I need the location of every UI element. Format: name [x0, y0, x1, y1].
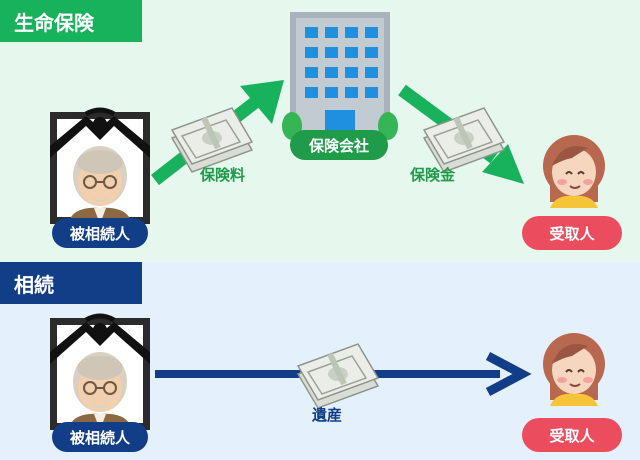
- insurance-company-label: 保険会社: [290, 130, 388, 160]
- life-insurance-heading: 生命保険: [0, 0, 142, 42]
- decedent-label: 被相続人: [52, 218, 148, 248]
- estate-label: 遺産: [312, 406, 343, 424]
- decedent-portrait-icon: [50, 110, 150, 224]
- beneficiary-woman-icon: [542, 332, 606, 407]
- beneficiary-woman-icon: [542, 134, 606, 209]
- decedent-label: 被相続人: [52, 422, 148, 452]
- office-building-icon: [282, 12, 398, 140]
- premium-label: 保険料: [200, 166, 246, 184]
- estate-banknote-icon: [298, 344, 378, 408]
- beneficiary-label: 受取人: [522, 216, 622, 250]
- decedent-portrait-icon: [50, 316, 150, 430]
- beneficiary-label: 受取人: [522, 418, 622, 452]
- inheritance-heading: 相続: [0, 262, 142, 304]
- payout-label: 保険金: [410, 166, 456, 184]
